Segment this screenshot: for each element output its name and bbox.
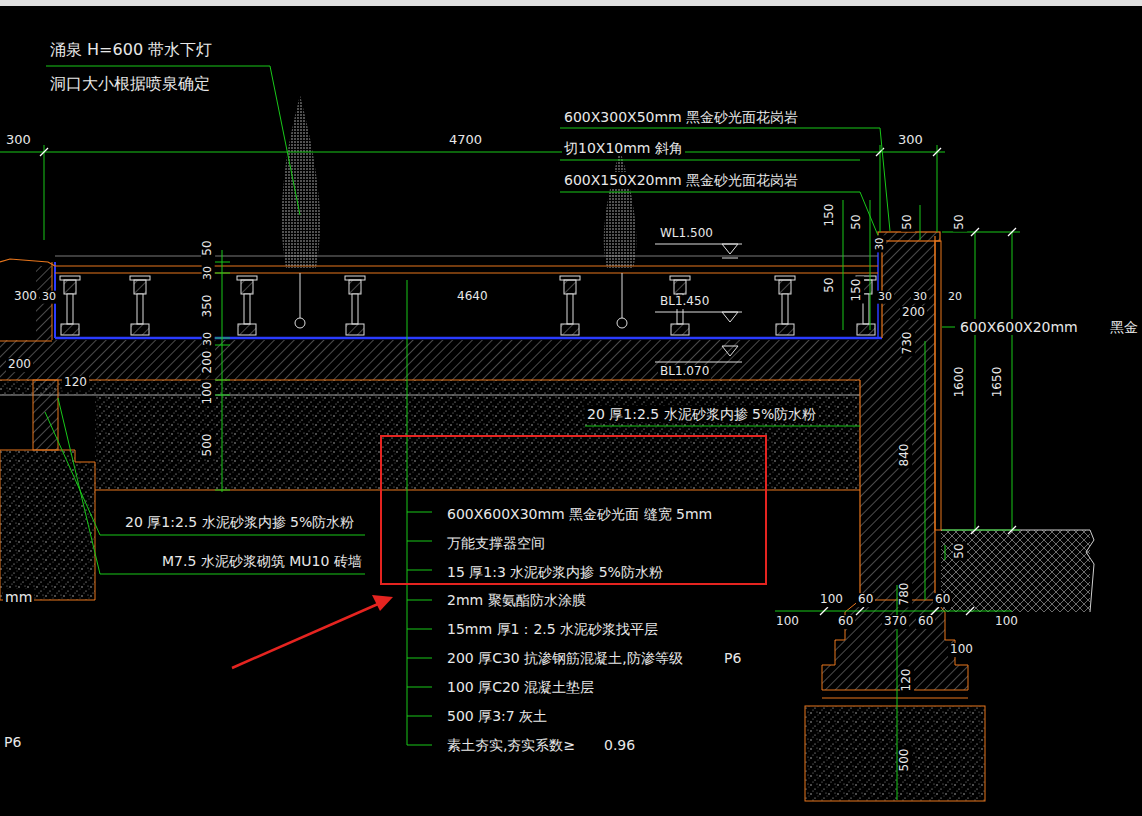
annotation-text: 100 xyxy=(818,593,845,607)
highlight-box: 600X600X30mm 黑金砂光面 缝宽 5mm 万能支撑器空间 15 厚1:3 … xyxy=(380,435,767,585)
annotation-text: 30 xyxy=(40,291,58,304)
layer-note: 万能支撑器空间 xyxy=(445,535,547,551)
annotation-text: BL1.450 xyxy=(658,295,711,309)
annotation-text: 30 xyxy=(876,291,894,304)
dimension-number: 150 xyxy=(850,277,864,304)
annotation-text: 20 厚1:2.5 水泥砂浆内掺 5%防水粉 xyxy=(123,514,356,530)
level-markers xyxy=(655,244,742,362)
annotation-text: 200 xyxy=(6,358,33,372)
dimension-number: 350 xyxy=(201,293,215,320)
dimension-number: 730 xyxy=(901,330,915,357)
annotation-text: 涌泉 H=600 带水下灯 xyxy=(48,41,214,59)
dimension-number: 500 xyxy=(898,747,912,774)
dimension-ticks xyxy=(40,148,1016,615)
annotation-text: 4700 xyxy=(447,133,484,148)
annotation-text: 200 xyxy=(900,306,927,320)
waterproof-lines xyxy=(0,236,935,600)
dimension-number: 50 xyxy=(953,541,967,560)
dimension-number: 780 xyxy=(898,581,912,608)
ground-hatch xyxy=(941,530,1094,612)
dimension-number: 100 xyxy=(201,380,215,407)
annotation-text: 60 xyxy=(916,615,935,629)
annotation-text: 15mm 厚1：2.5 水泥砂浆找平层 xyxy=(445,621,660,637)
dimension-number: 120 xyxy=(900,667,914,694)
dimension-number: 1650 xyxy=(991,365,1005,400)
annotation-text: 洞口大小根据喷泉确定 xyxy=(48,75,212,93)
dimension-number: 500 xyxy=(201,432,215,459)
annotation-text: 300 xyxy=(12,290,39,304)
annotation-text: 切10X10mm 斜角 xyxy=(562,140,685,156)
red-arrow xyxy=(232,595,393,668)
annotation-text: P6 xyxy=(2,734,23,750)
dimension-number: 50 xyxy=(850,212,864,231)
annotation-text: 素土夯实,夯实系数≥ xyxy=(445,737,577,753)
annotation-text: 20 厚1:2.5 水泥砂浆内掺 5%防水粉 xyxy=(585,406,818,422)
dimension-number: 50 xyxy=(901,212,915,231)
dimension-number: 30 xyxy=(202,264,215,282)
annotation-text: P6 xyxy=(722,650,743,666)
dimension-number: 50 xyxy=(953,212,967,231)
annotation-text: 500 厚3:7 灰土 xyxy=(445,708,549,724)
annotation-text: 黑金 xyxy=(1108,319,1140,335)
dimension-number: 200 xyxy=(201,349,215,376)
annotation-text: 2mm 聚氨酯防水涂膜 xyxy=(445,592,588,608)
annotation-text: 200 厚C30 抗渗钢筋混凝土,防渗等级 xyxy=(445,650,685,666)
annotation-text: 300 xyxy=(4,133,33,148)
leader-lines xyxy=(45,66,955,745)
soil-layers xyxy=(0,380,860,600)
dimension-number: 50 xyxy=(823,275,837,294)
dimension-lines xyxy=(0,145,1020,800)
layer-note: 15 厚1:3 水泥砂浆内掺 5%防水粉 xyxy=(445,564,665,580)
annotation-text: 4640 xyxy=(455,290,490,304)
layer-note: 600X600X30mm 黑金砂光面 缝宽 5mm xyxy=(445,506,714,522)
annotation-text: 100 xyxy=(993,615,1020,629)
dimension-number: 150 xyxy=(823,202,837,229)
concrete-structure xyxy=(0,241,985,801)
window-strip xyxy=(0,0,1142,6)
annotation-text: M7.5 水泥砂浆砌筑 MU10 砖墙 xyxy=(160,553,364,569)
annotation-text: 300 xyxy=(896,133,925,148)
annotation-text: 60 xyxy=(933,593,952,607)
dimension-number: 50 xyxy=(201,238,215,257)
underwater-lights xyxy=(295,273,627,328)
annotation-text: mm xyxy=(3,589,34,605)
pedestal-supports xyxy=(60,276,876,335)
annotation-text: 600X300X50mm 黑金砂光面花岗岩 xyxy=(562,109,800,125)
annotation-text: 0.96 xyxy=(602,737,637,753)
annotation-text: 100 xyxy=(774,615,801,629)
annotation-text: BL1.070 xyxy=(658,365,711,379)
annotation-text: 20 xyxy=(946,291,964,304)
annotation-text: 100 厚C20 混凝土垫层 xyxy=(445,679,596,695)
annotation-text: 100 xyxy=(948,643,975,657)
annotation-text: 600X150X20mm 黑金砂光面花岗岩 xyxy=(562,172,800,188)
dimension-number: 30 xyxy=(874,236,886,253)
dimension-number: 30 xyxy=(202,330,215,348)
granite-finish xyxy=(0,232,941,530)
annotation-text: 120 xyxy=(62,376,89,390)
annotation-text: 370 xyxy=(882,615,909,629)
annotation-text: 600X600X20mm xyxy=(958,319,1080,335)
dimension-number: 1600 xyxy=(953,365,967,400)
annotation-text: 60 xyxy=(836,615,855,629)
annotation-text: 60 xyxy=(856,593,875,607)
dimension-number: 840 xyxy=(898,442,912,469)
annotation-text: WL1.500 xyxy=(658,227,715,241)
annotation-text: 30 xyxy=(911,291,929,304)
